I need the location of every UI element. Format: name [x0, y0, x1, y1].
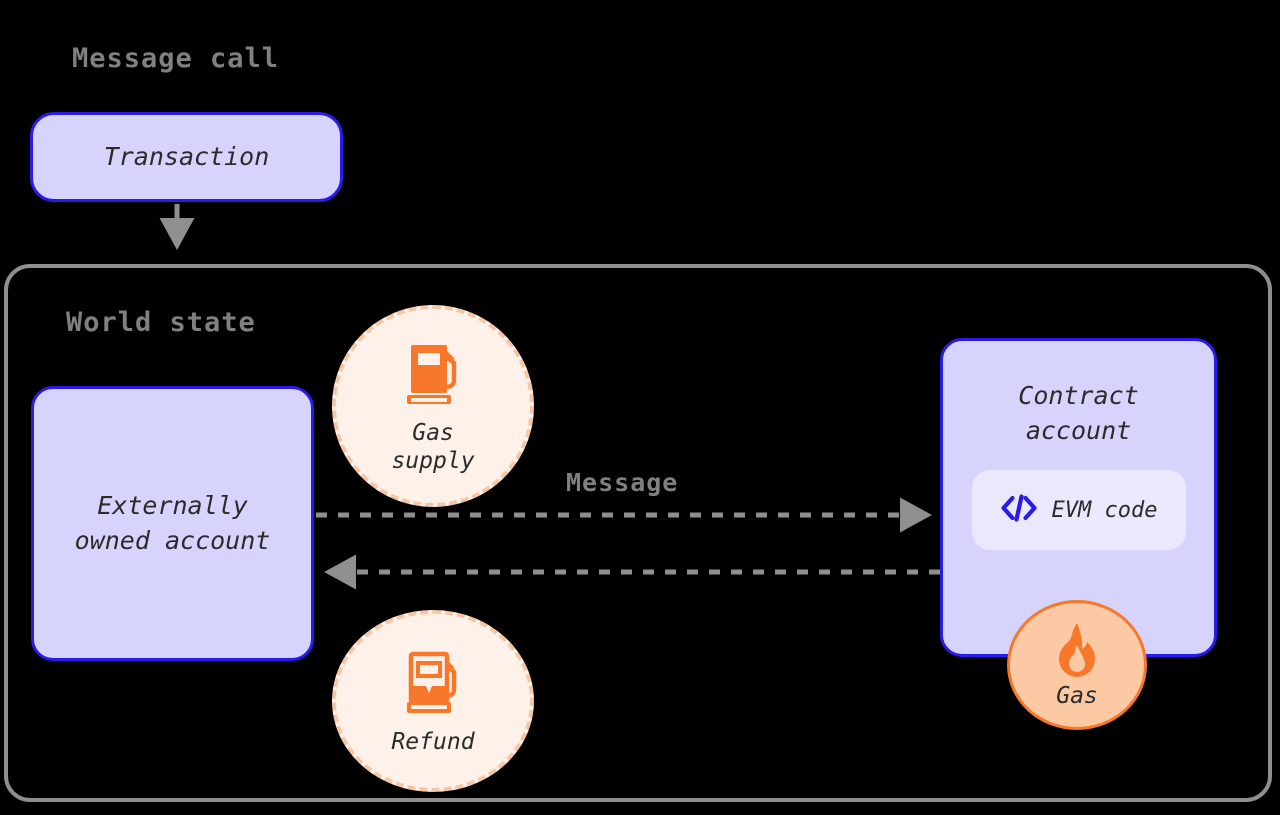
message-call-title: Message call	[72, 43, 280, 74]
externally-owned-account-node[interactable]: Externally owned account	[31, 386, 314, 661]
transaction-node[interactable]: Transaction	[30, 112, 343, 202]
externally-owned-account-label: Externally owned account	[74, 491, 271, 555]
world-state-title: World state	[66, 307, 256, 338]
gas-label: Gas	[1056, 683, 1098, 709]
gas-pump-low-icon	[397, 646, 469, 722]
gas-node[interactable]: Gas	[1007, 600, 1147, 730]
gas-pump-full-icon	[397, 337, 469, 413]
world-state-container	[4, 264, 1272, 802]
transaction-label: Transaction	[103, 141, 270, 171]
flame-icon	[1051, 621, 1103, 681]
contract-account-label: Contract account	[1018, 381, 1139, 445]
gas-supply-label: Gas supply	[391, 419, 475, 474]
code-icon	[1000, 493, 1038, 527]
refund-label: Refund	[391, 728, 475, 755]
gas-supply-node[interactable]: Gas supply	[332, 305, 534, 507]
evm-code-label: EVM code	[1051, 497, 1158, 523]
message-edge-label: Message	[566, 468, 679, 497]
refund-node[interactable]: Refund	[332, 610, 534, 792]
evm-code-pill[interactable]: EVM code	[971, 470, 1186, 550]
